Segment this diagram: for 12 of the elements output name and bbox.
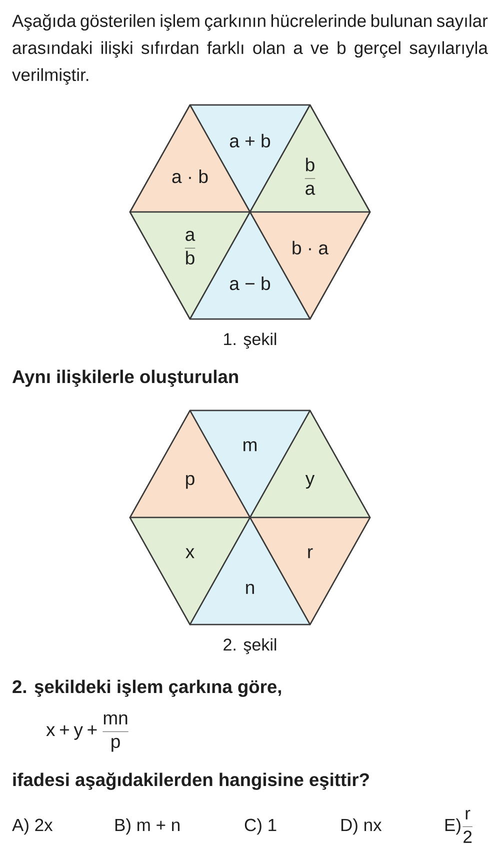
answer-option: C) 1: [244, 818, 276, 835]
figure-caption: 2. şekil: [224, 638, 276, 654]
math-expression: $x + y + \frac{mn}{p}$: [46, 714, 128, 752]
answer-option: A) 2x: [12, 818, 53, 835]
prompt-text: ifadesi aşağıdakilerden hangisine eşittir?: [13, 772, 369, 790]
prompt-text: 2. şekildeki işlem çarkına göre,: [12, 680, 281, 697]
question-text: Aşağıda gösterilen işlem çarkının hücrelerinde bulunan sayılar arasındaki ilişki sıfırdan farklı olan a ve b gerçel sayılarıyla verilmiştir.: [12, 14, 488, 85]
prompt-text: Aynı ilişkilerle oluşturulan: [12, 370, 238, 387]
figure-caption: 1. şekil: [224, 332, 276, 349]
answer-option: $E) \frac{r}{2}$: [445, 810, 472, 843]
answer-option: D) nx: [341, 818, 382, 835]
answer-option: B) m + n: [115, 818, 180, 835]
